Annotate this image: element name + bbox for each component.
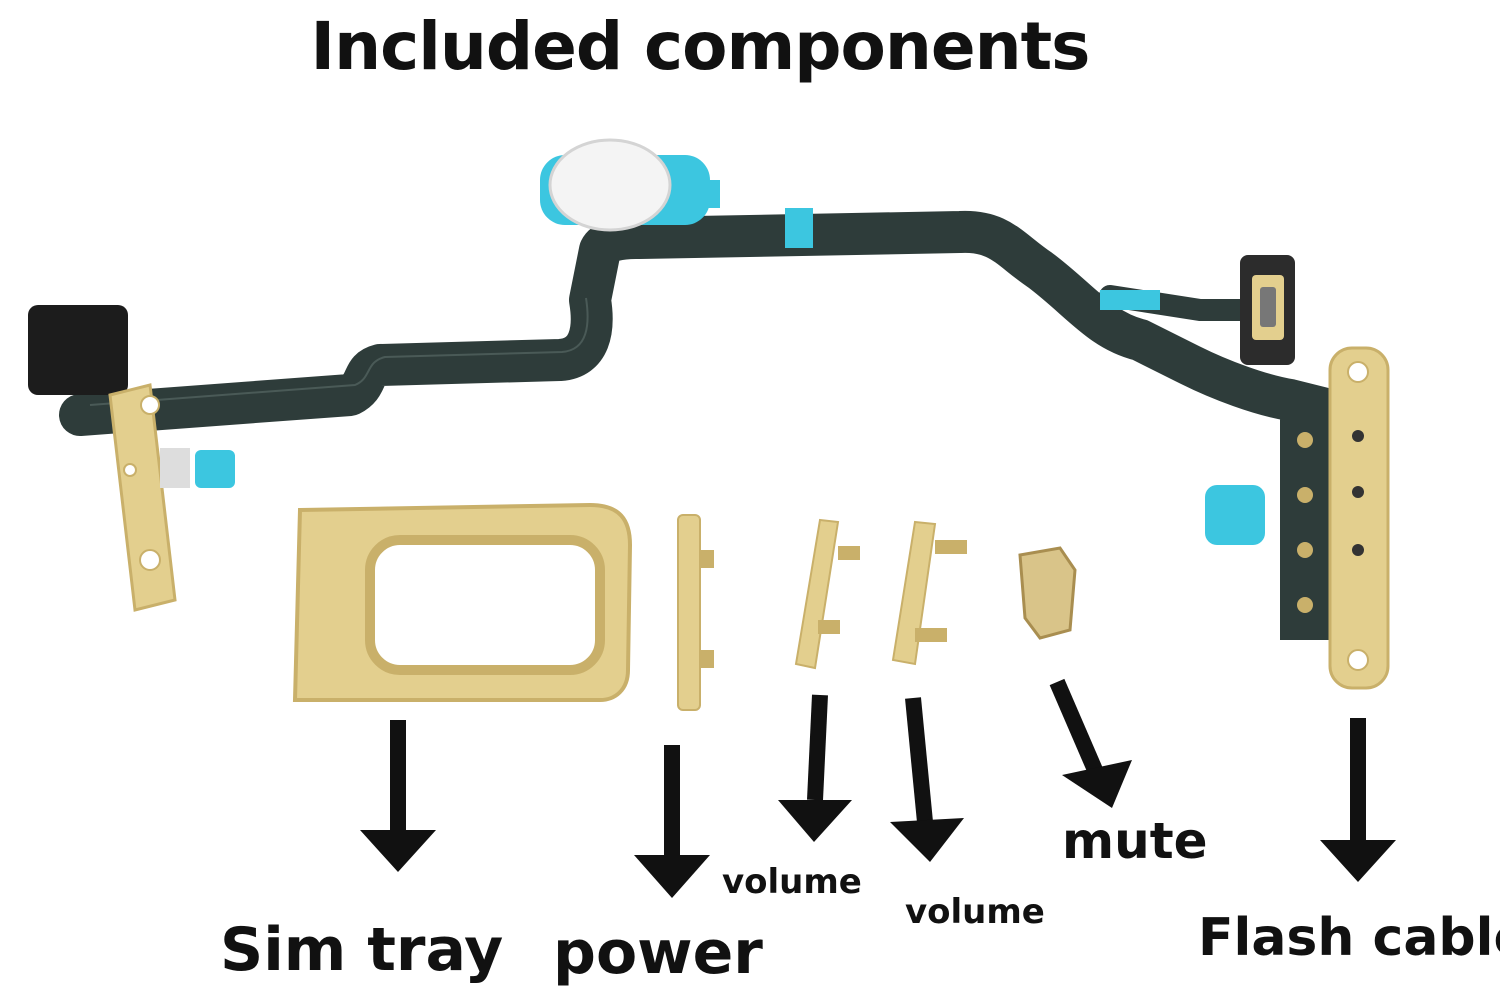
black-pad (28, 305, 128, 395)
arrow-down-icon (905, 697, 933, 823)
label-volume-down: volume (905, 892, 1045, 932)
vibration-pad (540, 138, 720, 232)
flash-module (1240, 255, 1295, 365)
volume-down-button (891, 520, 967, 666)
arrow-head-icon (634, 855, 710, 898)
label-sim-tray: Sim tray (220, 915, 504, 985)
right-bracket (1297, 346, 1390, 690)
connector (160, 448, 190, 488)
power-button (677, 514, 714, 711)
blue-tape-piece (1205, 485, 1265, 545)
blue-tape-piece (785, 208, 813, 248)
arrow-head-icon (1062, 760, 1132, 808)
sim-tray (292, 502, 633, 702)
page-title: Included components (310, 8, 1091, 85)
arrow-head-icon (360, 830, 436, 872)
left-bracket (108, 383, 177, 612)
arrow-head-icon (778, 800, 852, 842)
arrow-down-icon (807, 694, 828, 801)
arrow-head-icon (890, 818, 964, 862)
mute-switch (1018, 546, 1077, 640)
arrow-head-icon (1320, 840, 1396, 882)
label-flash-cable: Flash cable (1198, 908, 1500, 968)
arrow-down-icon (1049, 678, 1103, 774)
blue-tape-piece (1100, 290, 1160, 310)
volume-up-button (794, 518, 860, 670)
label-volume-up: volume (722, 862, 862, 902)
arrows (360, 678, 1396, 898)
label-mute: mute (1062, 812, 1208, 870)
blue-tape-piece (195, 450, 235, 488)
label-power: power (553, 918, 763, 988)
